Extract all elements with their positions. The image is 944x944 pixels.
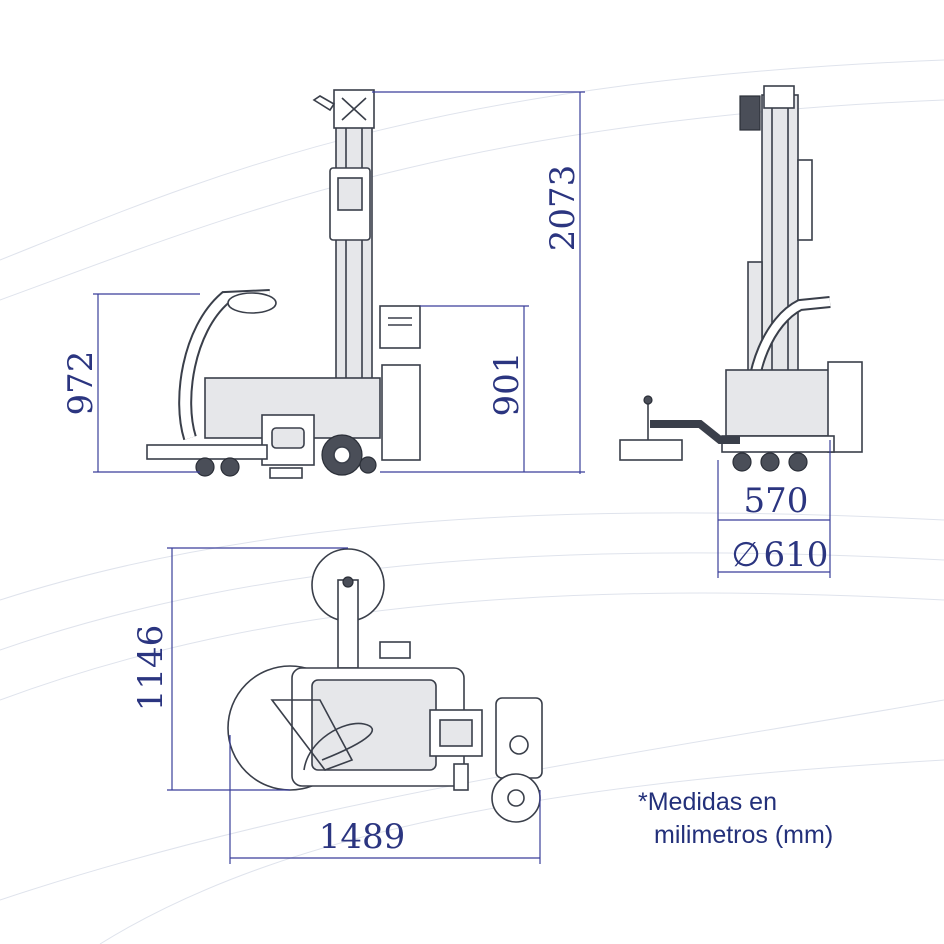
side-dimension-lines bbox=[93, 91, 585, 474]
dim-side-width: 972 bbox=[61, 351, 101, 416]
units-note-line2: milimetros (mm) bbox=[654, 821, 834, 849]
side-view bbox=[146, 89, 421, 479]
front-dimension-lines bbox=[717, 440, 831, 578]
battery-box bbox=[381, 364, 421, 461]
units-note-line1: *Medidas en bbox=[638, 788, 777, 816]
top-dimension-lines bbox=[167, 547, 541, 864]
mast bbox=[335, 99, 373, 386]
dim-side-height-box: 901 bbox=[487, 352, 527, 417]
dim-front-diameter: 610 bbox=[764, 535, 829, 575]
electric-box bbox=[379, 305, 421, 349]
dim-front-width: 570 bbox=[744, 481, 809, 521]
front-body bbox=[725, 369, 831, 437]
top-view bbox=[227, 548, 543, 823]
dim-top-length: 1489 bbox=[319, 817, 406, 857]
dim-top-depth: 1146 bbox=[131, 625, 171, 712]
front-fork-pad bbox=[619, 439, 683, 461]
units-note: *Medidas en milimetros (mm) bbox=[638, 786, 938, 852]
dim-side-height-total: 2073 bbox=[543, 165, 583, 252]
front-view bbox=[619, 85, 863, 472]
dim-front-diameter-symbol: ∅ bbox=[731, 535, 761, 575]
